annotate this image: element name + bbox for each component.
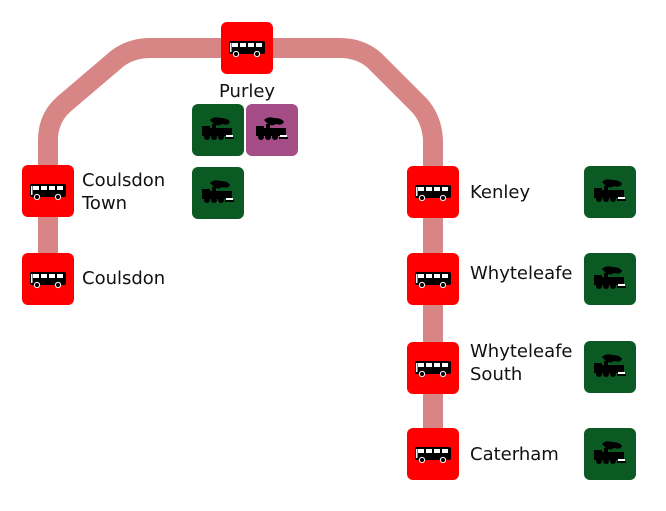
bus-stop-coulsdon[interactable] <box>22 253 74 305</box>
station-label-coulsdon-town: Coulsdon Town <box>82 170 166 214</box>
steam-train-icon <box>256 117 288 140</box>
steam-train-icon <box>202 180 234 203</box>
bus-icon <box>415 272 451 289</box>
steam-train-icon <box>594 179 626 202</box>
rail-purley-purple[interactable] <box>246 104 298 156</box>
rail-whyteleafe-south[interactable] <box>584 341 636 393</box>
rail-caterham[interactable] <box>584 428 636 480</box>
bus-stop-coulsdon-town[interactable] <box>22 165 74 217</box>
bus-stop-whyteleafe-south[interactable] <box>407 342 459 394</box>
station-label-kenley: Kenley <box>470 182 531 203</box>
rail-kenley[interactable] <box>584 166 636 218</box>
steam-train-icon <box>594 354 626 377</box>
steam-train-icon <box>202 117 234 140</box>
station-label-coulsdon: Coulsdon <box>82 268 166 289</box>
bus-stop-purley[interactable] <box>221 22 273 74</box>
rail-whyteleafe[interactable] <box>584 253 636 305</box>
station-label-whyteleafe-south: Whyteleafe South <box>470 341 573 385</box>
steam-train-icon <box>594 441 626 464</box>
station-label-whyteleafe: Whyteleafe <box>470 263 573 284</box>
bus-stop-kenley[interactable] <box>407 166 459 218</box>
bus-icon <box>229 41 265 58</box>
steam-train-icon <box>594 266 626 289</box>
rail-coulsdon-town[interactable] <box>192 167 244 219</box>
station-label-purley: Purley <box>219 81 276 102</box>
bus-icon <box>30 184 66 201</box>
bus-icon <box>30 272 66 289</box>
station-label-caterham: Caterham <box>470 444 559 465</box>
bus-stop-whyteleafe[interactable] <box>407 253 459 305</box>
bus-stop-caterham[interactable] <box>407 428 459 480</box>
bus-icon <box>415 361 451 378</box>
bus-icon <box>415 447 451 464</box>
rail-purley-green[interactable] <box>192 104 244 156</box>
bus-icon <box>415 185 451 202</box>
